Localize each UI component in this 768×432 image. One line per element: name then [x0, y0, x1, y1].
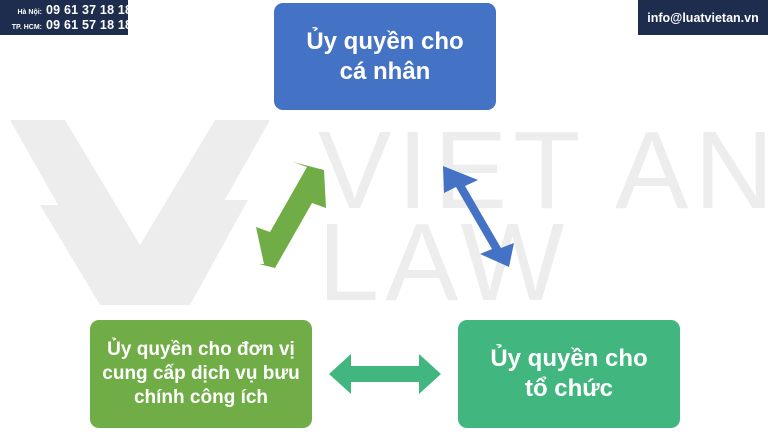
node-personal-label: Ủy quyền cho cá nhân — [306, 27, 464, 85]
email-link[interactable]: info@luatvietan.vn — [647, 10, 759, 25]
arrow-personal-postal — [256, 162, 326, 268]
node-personal: Ủy quyền cho cá nhân — [274, 3, 496, 110]
phone-contact-panel: Hà Nội: 09 61 37 18 18 TP. HCM: 09 61 57… — [0, 0, 132, 35]
node-postal-service-label: Ủy quyền cho đơn vị cung cấp dịch vụ bưu… — [102, 339, 300, 408]
watermark-text-line1: VIET AN — [318, 109, 768, 232]
watermark-logo-icon — [10, 120, 270, 305]
hanoi-contact-row: Hà Nội: 09 61 37 18 18 — [2, 3, 133, 17]
hanoi-label: Hà Nội: — [17, 9, 43, 16]
hanoi-phone[interactable]: 09 61 37 18 18 — [46, 3, 133, 17]
hcm-label: TP. HCM: — [11, 24, 42, 31]
arrow-personal-organization — [443, 166, 514, 267]
node-organization: Ủy quyền cho tổ chức — [458, 320, 680, 428]
email-contact-panel: info@luatvietan.vn — [638, 0, 768, 35]
node-organization-label: Ủy quyền cho tổ chức — [490, 345, 648, 402]
watermark-text-line2: LAW — [318, 201, 570, 324]
hcm-phone[interactable]: 09 61 57 18 18 — [46, 18, 133, 32]
node-postal-service: Ủy quyền cho đơn vị cung cấp dịch vụ bưu… — [90, 320, 312, 428]
hcm-contact-row: TP. HCM: 09 61 57 18 18 — [2, 18, 132, 32]
arrow-postal-organization — [329, 354, 441, 394]
